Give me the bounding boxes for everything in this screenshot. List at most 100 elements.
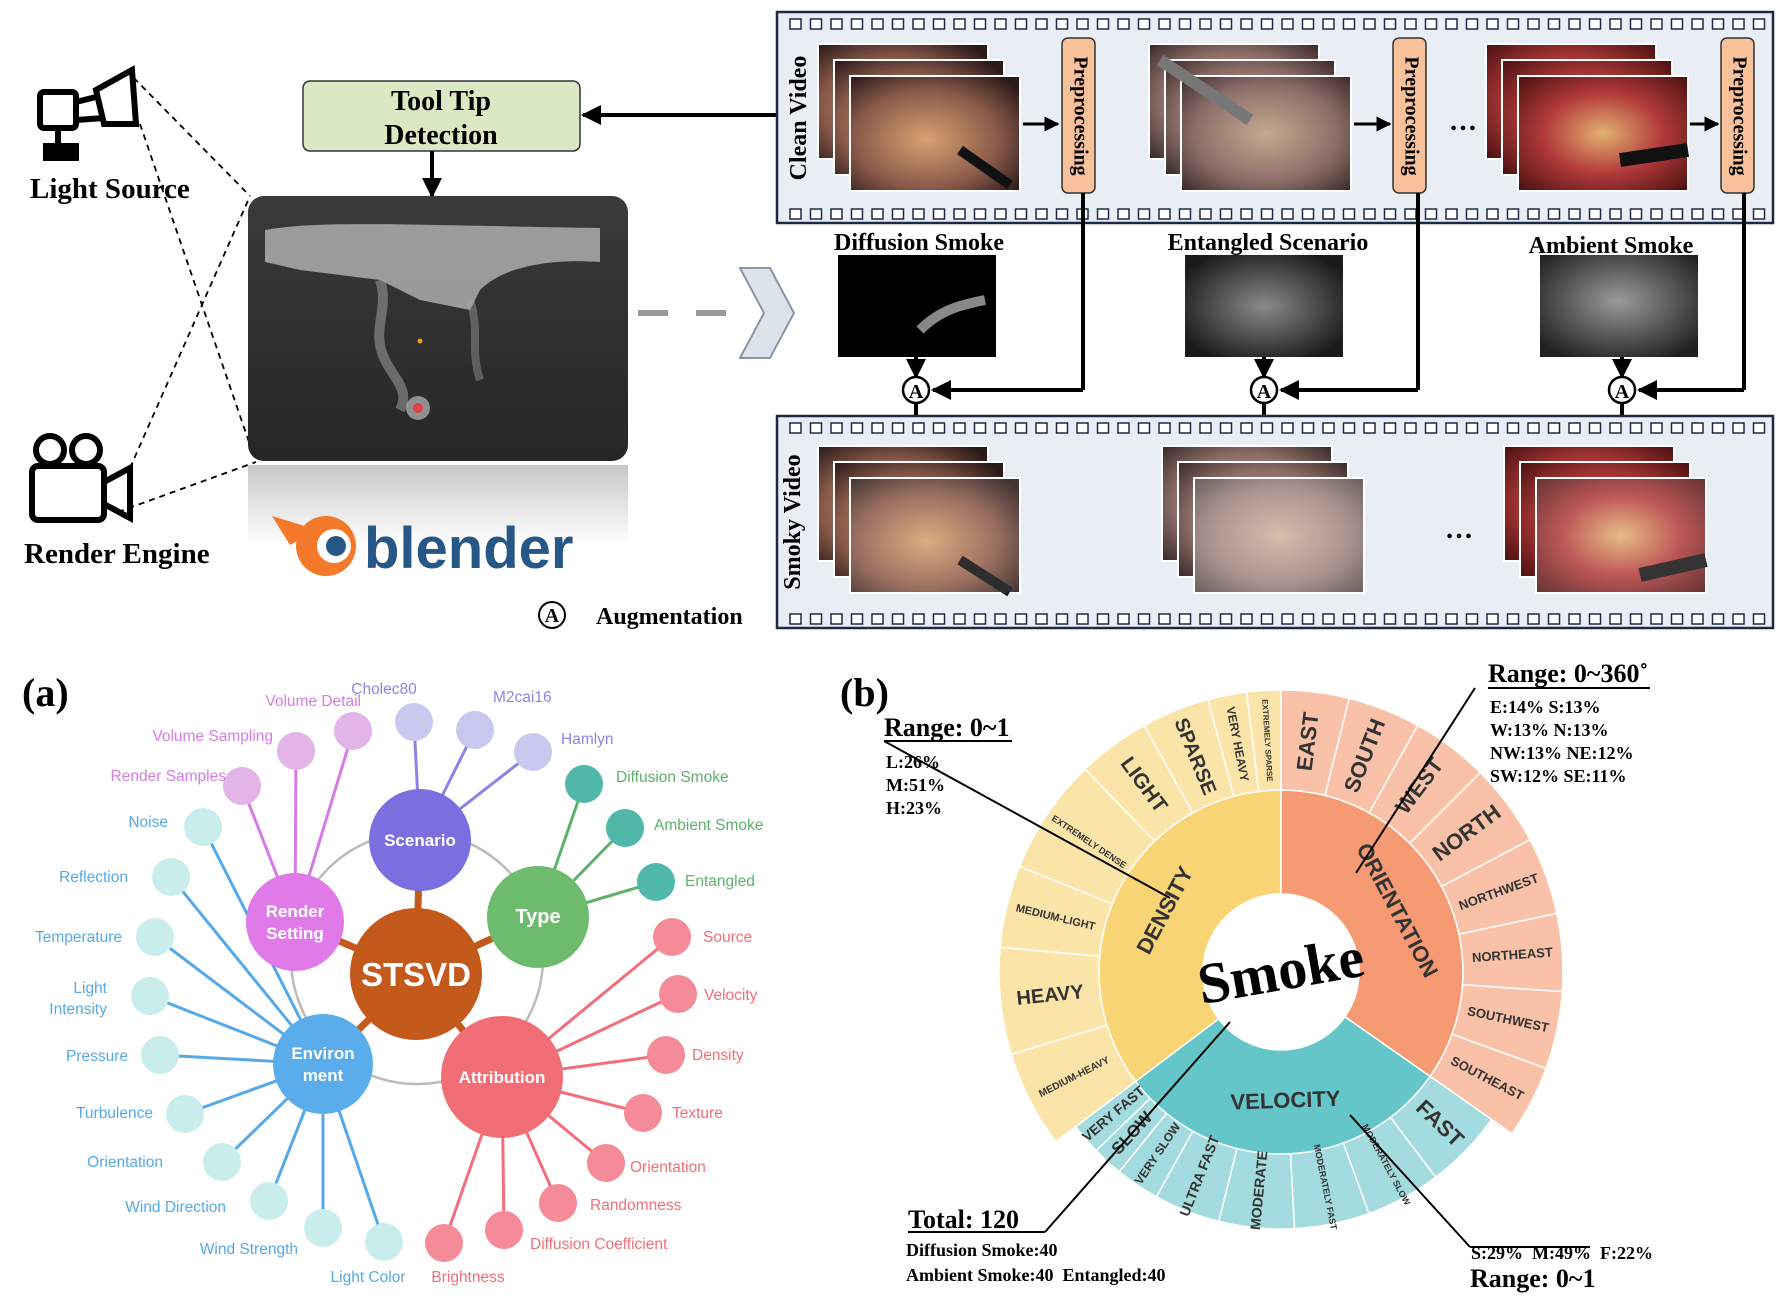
- film-hole: [1199, 208, 1212, 220]
- hub-label: Attribution: [459, 1068, 546, 1087]
- orientation-annotation: [1355, 687, 1650, 874]
- leaf-node: [131, 977, 169, 1015]
- film-hole: [1506, 208, 1520, 220]
- film-hole: [1527, 208, 1540, 220]
- film-hole: [830, 613, 843, 625]
- leaf-label: Source: [703, 929, 752, 946]
- leaf-node: [539, 1184, 577, 1222]
- hub-label: ment: [303, 1066, 344, 1085]
- film-hole: [830, 422, 843, 434]
- film-hole: [809, 613, 823, 625]
- film-hole: [1465, 18, 1479, 30]
- leaf-label: Velocity: [704, 987, 758, 1004]
- leaf-node: [365, 1223, 403, 1261]
- velocity-outer-segment: [1074, 1080, 1152, 1152]
- film-hole: [1650, 208, 1663, 220]
- film-hole: [1199, 613, 1212, 625]
- film-hole: [1137, 613, 1151, 625]
- film-hole: [871, 422, 884, 434]
- film-hole: [1547, 613, 1561, 625]
- film-hole: [1240, 422, 1253, 434]
- orientation-range: Range: 0~360˚: [1488, 659, 1648, 688]
- film-hole: [1363, 18, 1376, 30]
- leaf-node: [203, 1143, 241, 1181]
- film-hole: [1486, 208, 1499, 220]
- film-hole: [1506, 613, 1520, 625]
- film-hole: [1527, 18, 1540, 30]
- leaf-node: [277, 732, 315, 770]
- aug-symbol-text-2: A: [1257, 381, 1272, 403]
- leaf-label: Brightness: [431, 1269, 504, 1286]
- film-hole: [1199, 18, 1212, 30]
- preprocessing-box-2: [1392, 37, 1427, 194]
- orientation-stat-3: NW:13% NE:12%: [1490, 743, 1634, 763]
- film-hole: [1055, 208, 1069, 220]
- film-hole: [1629, 18, 1643, 30]
- leaf-label: Light: [73, 980, 107, 997]
- film-hole: [994, 422, 1007, 434]
- film-hole: [1629, 208, 1643, 220]
- film-hole: [1752, 613, 1766, 625]
- film-hole: [1096, 422, 1110, 434]
- film-hole: [1588, 18, 1602, 30]
- film-hole: [1383, 422, 1397, 434]
- film-hole: [1178, 18, 1192, 30]
- film-hole: [871, 613, 884, 625]
- leaf-label: Volume Sampling: [152, 728, 273, 745]
- entangled-smoke-map: [1185, 255, 1343, 357]
- leaf-node: [304, 1209, 342, 1247]
- film-hole: [1691, 208, 1704, 220]
- film-hole: [1506, 422, 1520, 434]
- film-hole: [1117, 208, 1130, 220]
- film-hole: [1158, 208, 1171, 220]
- film-hole: [1527, 422, 1540, 434]
- orientation-stat-4: SW:12% SE:11%: [1490, 766, 1627, 786]
- film-hole: [891, 18, 905, 30]
- total-title: Total: 120: [908, 1205, 1019, 1234]
- leaf-label: Entangled: [685, 873, 755, 890]
- film-hole: [1178, 613, 1192, 625]
- hub-label: Scenario: [384, 831, 456, 850]
- film-hole: [953, 613, 966, 625]
- film-holes-top: [789, 18, 1766, 30]
- leaf-label: Texture: [672, 1105, 723, 1122]
- leaf-node: [141, 1036, 179, 1074]
- clean-frames-2: [1148, 43, 1352, 192]
- velocity-inner-label: VELOCITY: [1230, 1086, 1341, 1115]
- film-hole: [1486, 613, 1499, 625]
- film-hole: [1732, 18, 1745, 30]
- hub-scenario: [369, 789, 471, 891]
- film-hole: [1014, 18, 1028, 30]
- film-hole: [1424, 208, 1438, 220]
- film-hole: [1547, 18, 1561, 30]
- density-stat-h: H:23%: [886, 798, 942, 818]
- hub-label: Render: [266, 902, 325, 921]
- film-hole: [1322, 18, 1335, 30]
- aug-legend-symbol-text: A: [545, 605, 560, 627]
- film-hole: [1629, 613, 1643, 625]
- film-hole: [1588, 422, 1602, 434]
- film-hole: [1014, 613, 1028, 625]
- film-hole: [1281, 613, 1294, 625]
- leaf-node: [152, 858, 190, 896]
- film-hole: [1363, 208, 1376, 220]
- augmentation-legend-symbol: [538, 601, 566, 629]
- hub-type: [487, 866, 589, 968]
- sunburst-center: [1203, 894, 1359, 1050]
- film-hole: [994, 208, 1007, 220]
- film-hole: [1609, 422, 1622, 434]
- film-hole: [1609, 18, 1622, 30]
- preprocessing-box-3: [1720, 37, 1755, 194]
- diffusion-smoke-label: Diffusion Smoke: [834, 230, 1004, 256]
- film-hole: [1137, 18, 1151, 30]
- film-hole: [1281, 422, 1294, 434]
- film-hole: [1506, 18, 1520, 30]
- film-hole: [789, 18, 802, 30]
- film-hole: [1342, 613, 1356, 625]
- film-hole: [850, 422, 864, 434]
- leaf-node: [659, 975, 697, 1013]
- film-hole: [809, 208, 823, 220]
- film-hole: [973, 18, 987, 30]
- film-hole: [1322, 208, 1335, 220]
